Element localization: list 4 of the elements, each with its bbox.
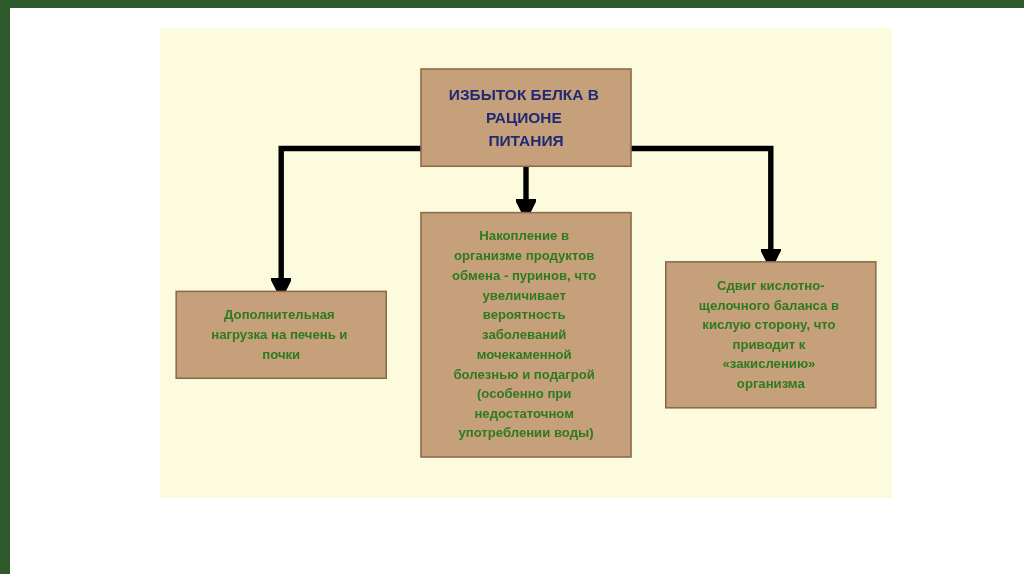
node-box: ИЗБЫТОК БЕЛКА В РАЦИОНЕ ПИТАНИЯ [420,68,632,168]
node-box: Накопление в организме продуктов обмена - пуринов, что увеличивает вероятность заболеваний мочекаменной болезнью и подагрой (особенно при недостаточном употреблении воды) [420,211,632,458]
node-box: Дополнительная нагрузка на печень и почки [175,290,387,380]
node-box: Сдвиг кислотно-щелочного баланса в кислую сторону, что приводит к «закислению» организма [665,261,877,409]
